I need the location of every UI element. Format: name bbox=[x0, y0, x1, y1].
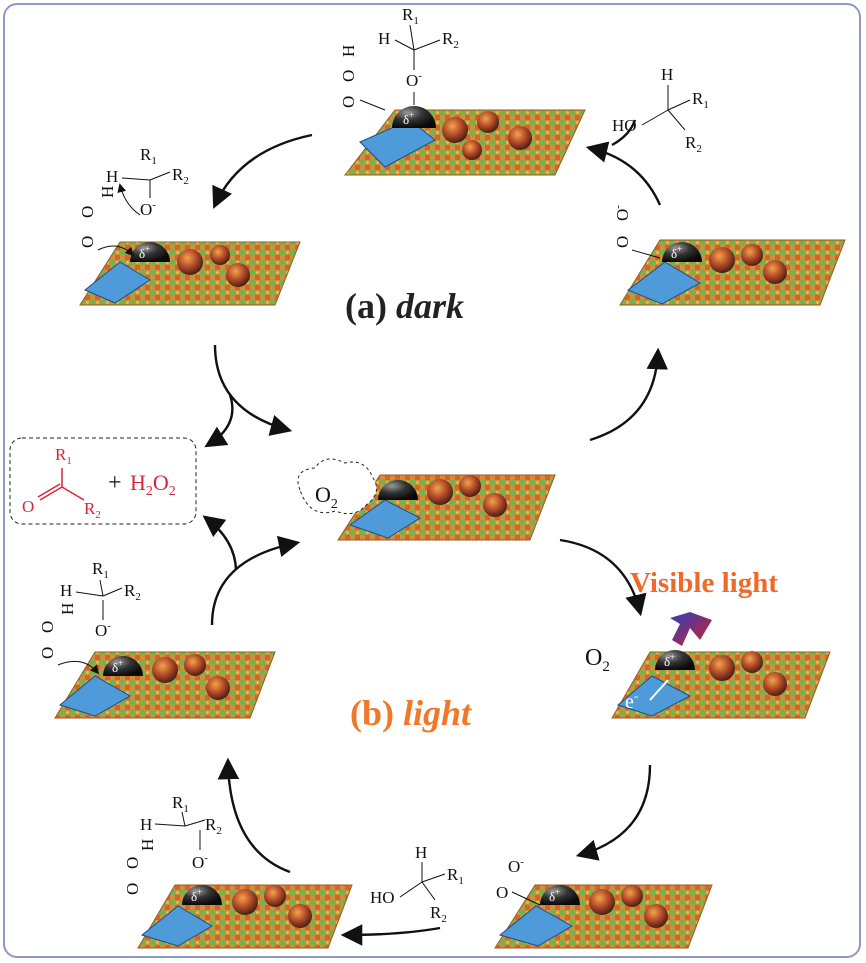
catalyst-center: O2 bbox=[297, 458, 556, 541]
delta-plus-label: δ+ bbox=[191, 887, 202, 904]
group-r1: R1 bbox=[447, 865, 464, 887]
catalyst-top: δ+ O- H R1 R2 O O H bbox=[339, 5, 586, 176]
atom-o: O- bbox=[508, 856, 524, 876]
atom-o: O- bbox=[612, 205, 632, 221]
atom-o: O bbox=[38, 647, 57, 659]
atom-o: O- bbox=[406, 70, 422, 90]
atom-o: O- bbox=[95, 620, 111, 640]
arrow-bottom-left-to-lower-left bbox=[217, 757, 291, 874]
delta-plus-label: δ+ bbox=[112, 658, 123, 675]
atom-o: O bbox=[78, 236, 97, 248]
delta-plus-label: δ+ bbox=[403, 110, 414, 127]
atom-o: O bbox=[613, 236, 632, 248]
group-r1: R1 bbox=[55, 445, 72, 467]
electron-label: e- bbox=[625, 688, 638, 713]
light-arrow-icon bbox=[670, 612, 712, 646]
o2-bubble-label: O2 bbox=[315, 482, 338, 512]
o2-free-label: O2 bbox=[585, 645, 610, 675]
catalyst-upper-right: δ+ O O- bbox=[612, 205, 846, 306]
atom-o: O- bbox=[140, 199, 156, 219]
arrow-bottom-right-to-bottom-left bbox=[340, 924, 441, 946]
group-r1: R1 bbox=[692, 89, 709, 111]
cycle-arrows bbox=[202, 119, 669, 946]
group-r2: R2 bbox=[442, 29, 459, 51]
atom-o: O bbox=[339, 96, 358, 108]
atom-h: H bbox=[138, 839, 157, 851]
alcohol-molecule-top: HO H R1 R2 bbox=[612, 65, 709, 155]
arrow-alcohol-feed bbox=[611, 119, 637, 147]
visible-light-label: Visible light bbox=[630, 567, 778, 599]
arrow-center-to-upper-right bbox=[589, 347, 669, 442]
delta-plus-label: δ+ bbox=[664, 652, 675, 669]
group-r2: R2 bbox=[685, 133, 702, 155]
catalyst-lower-left: δ+ O- H R1 R2 O O H bbox=[38, 559, 276, 719]
atom-h: H bbox=[339, 45, 358, 57]
atom-h: H bbox=[140, 815, 152, 834]
atom-o: O bbox=[339, 70, 358, 82]
arrow-upper-right-to-top bbox=[585, 141, 662, 206]
catalyst-bottom-right: δ+ O- O bbox=[494, 856, 713, 949]
atom-h: H bbox=[661, 65, 673, 84]
group-r2: R2 bbox=[430, 903, 447, 925]
atom-o: O bbox=[38, 621, 57, 633]
atom-o: O bbox=[123, 857, 142, 869]
arrow-light-right-to-bottom-right bbox=[575, 764, 652, 861]
group-r2: R2 bbox=[205, 815, 222, 837]
delta-plus-label: δ+ bbox=[549, 887, 560, 904]
group-r2: R2 bbox=[124, 581, 141, 603]
o2-bubble bbox=[297, 458, 378, 515]
atom-h: H bbox=[106, 167, 118, 186]
group-ho: HO bbox=[370, 888, 395, 907]
light-cycle-title: (b) light bbox=[350, 693, 472, 733]
product-plus: + bbox=[108, 470, 122, 496]
group-r1: R1 bbox=[172, 793, 189, 815]
group-r1: R1 bbox=[92, 559, 109, 581]
group-r1: R1 bbox=[140, 145, 157, 167]
atom-o: O bbox=[78, 206, 97, 218]
atom-o: O bbox=[22, 497, 34, 516]
atom-h: H bbox=[60, 581, 72, 600]
arrow-center-to-light-right bbox=[559, 538, 647, 617]
group-r2: R2 bbox=[172, 165, 189, 187]
catalyst-light-right: δ+ e- O2 bbox=[585, 645, 831, 719]
figure-frame bbox=[3, 3, 861, 958]
arrow-release-product-dark bbox=[204, 394, 234, 448]
atom-h: H bbox=[378, 29, 390, 48]
catalyst-upper-left: δ+ O- H R1 R2 O O H bbox=[78, 145, 301, 306]
atom-o: O bbox=[496, 883, 508, 902]
arrow-lower-left-to-center bbox=[210, 535, 301, 626]
alcohol-molecule-bottom: HO H R1 R2 bbox=[370, 843, 464, 925]
atom-h: H bbox=[415, 843, 427, 862]
atom-h: H bbox=[58, 603, 77, 615]
arrow-release-product-light bbox=[202, 515, 238, 571]
arrow-upper-left-to-center bbox=[213, 344, 293, 436]
atom-o: O- bbox=[192, 852, 208, 872]
catalyst-bottom-left: δ+ O- H R1 R2 O O H bbox=[123, 793, 353, 949]
product-box: R1 O R2 + H2O2 bbox=[9, 437, 197, 525]
delta-plus-label: δ+ bbox=[139, 244, 150, 261]
dark-cycle-title: (a) dark bbox=[345, 286, 464, 326]
group-r2: R2 bbox=[84, 499, 101, 521]
arrow-top-to-upper-left bbox=[212, 133, 313, 209]
group-r1: R1 bbox=[402, 5, 419, 27]
atom-o: O bbox=[123, 883, 142, 895]
delta-plus-label: δ+ bbox=[671, 244, 682, 261]
product-h2o2: H2O2 bbox=[130, 470, 176, 499]
atom-h: H bbox=[98, 186, 117, 198]
